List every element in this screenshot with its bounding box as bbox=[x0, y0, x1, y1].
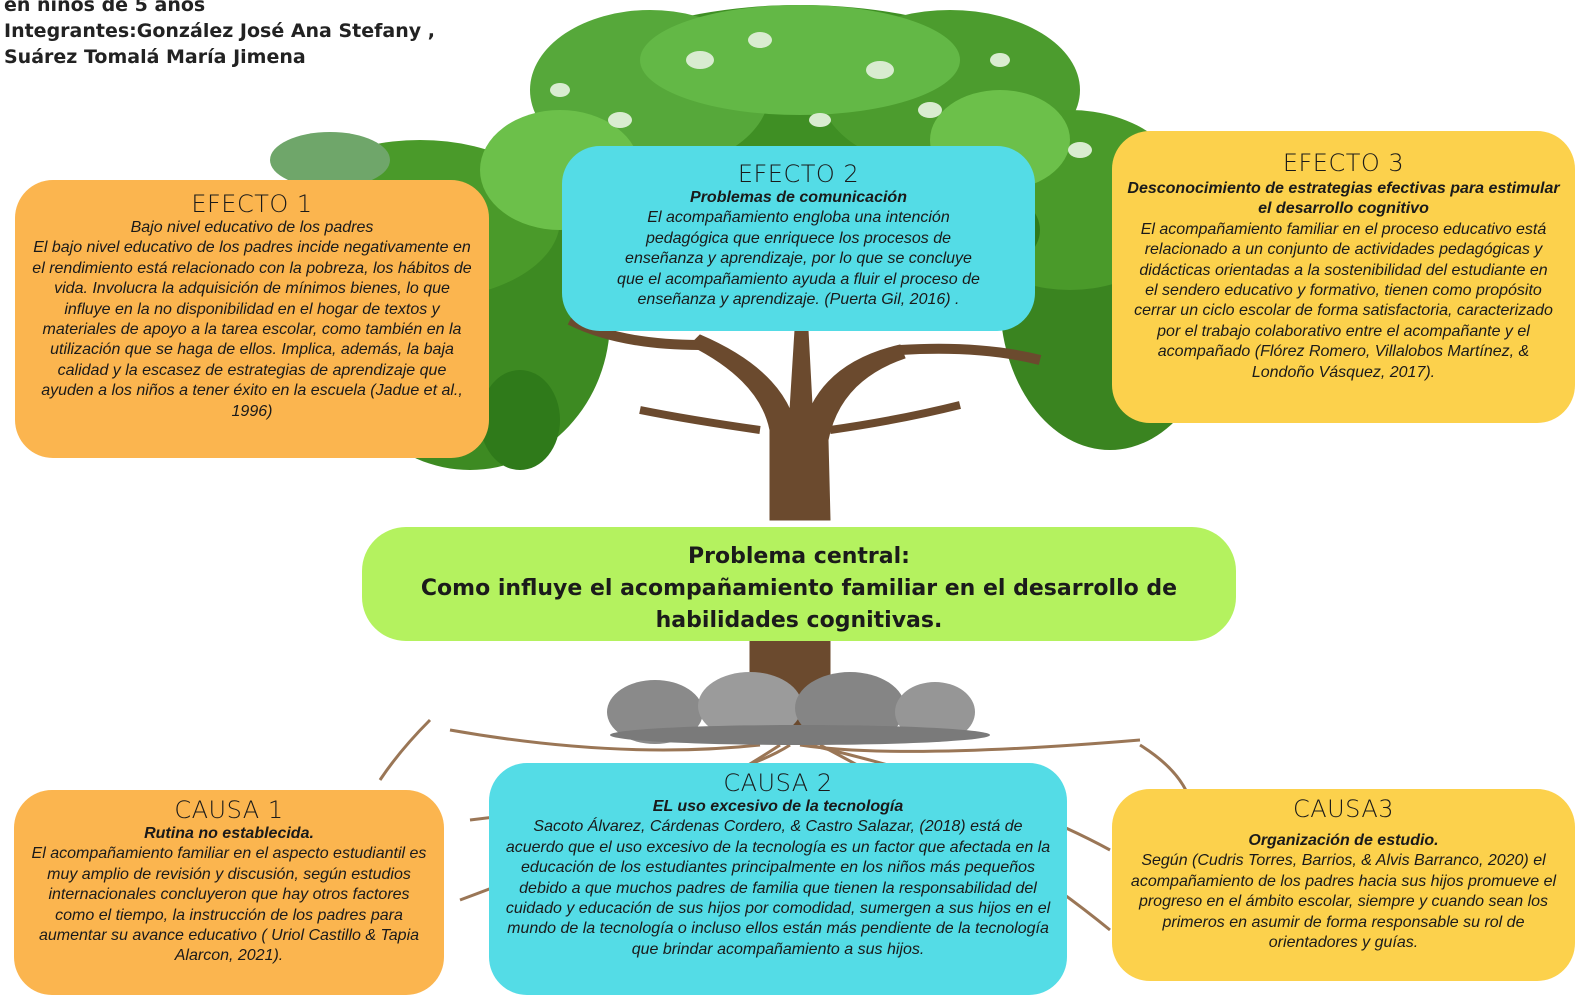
header-line-2: Integrantes:González José Ana Stefany , bbox=[4, 20, 435, 42]
effect-2-text: El acompañamiento engloba una intención … bbox=[617, 209, 980, 309]
effect-2-label: EFECTO 2 bbox=[737, 160, 860, 188]
cause-3-card: CAUSA3 Organización de estudio. Según (C… bbox=[1112, 789, 1575, 981]
cause-2-card: CAUSA 2 EL uso excesivo de la tecnología… bbox=[489, 763, 1067, 995]
cause-2-label: CAUSA 2 bbox=[723, 769, 833, 797]
central-problem-title: Problema central: bbox=[688, 544, 910, 569]
effect-3-card: EFECTO 3 Desconocimiento de estrategias … bbox=[1112, 131, 1575, 423]
effect-2-card: EFECTO 2 Problemas de comunicación El ac… bbox=[562, 146, 1035, 331]
effect-1-subtitle: Bajo nivel educativo de los padres bbox=[130, 219, 374, 236]
header-line-3: Suárez Tomalá María Jimena bbox=[4, 46, 306, 68]
effect-3-text: El acompañamiento familiar en el proceso… bbox=[1134, 220, 1553, 381]
central-problem-card: Problema central: Como influye el acompa… bbox=[362, 527, 1236, 641]
header-line-1: en niños de 5 años bbox=[4, 0, 206, 16]
effect-2-subtitle: Problemas de comunicación bbox=[690, 189, 907, 206]
cause-1-text: El acompañamiento familiar en el aspecto… bbox=[31, 845, 427, 965]
cause-1-subtitle: Rutina no establecida. bbox=[144, 825, 314, 842]
effect-1-text: El bajo nivel educativo de los padres in… bbox=[32, 239, 472, 420]
effect-1-label: EFECTO 1 bbox=[191, 190, 313, 218]
effect-1-card: EFECTO 1 Bajo nivel educativo de los pad… bbox=[15, 180, 489, 458]
central-problem-text: Como influye el acompañamiento familiar … bbox=[420, 576, 1178, 633]
effect-3-subtitle: Desconocimiento de estrategias efectivas… bbox=[1127, 180, 1560, 218]
effect-3-label: EFECTO 3 bbox=[1282, 149, 1405, 177]
cause-3-label: CAUSA3 bbox=[1292, 795, 1395, 823]
cause-1-card: CAUSA 1 Rutina no establecida. El acompa… bbox=[14, 790, 444, 995]
cause-3-subtitle: Organización de estudio. bbox=[1248, 832, 1439, 849]
header: en niños de 5 años Integrantes:González … bbox=[4, 0, 435, 70]
stones bbox=[607, 672, 990, 745]
cause-2-text: Sacoto Álvarez, Cárdenas Cordero, & Cast… bbox=[505, 818, 1051, 958]
cause-3-text: Según (Cudris Torres, Barrios, & Alvis B… bbox=[1130, 852, 1557, 952]
cause-2-subtitle: EL uso excesivo de la tecnología bbox=[652, 798, 904, 815]
cause-1-label: CAUSA 1 bbox=[174, 796, 284, 824]
